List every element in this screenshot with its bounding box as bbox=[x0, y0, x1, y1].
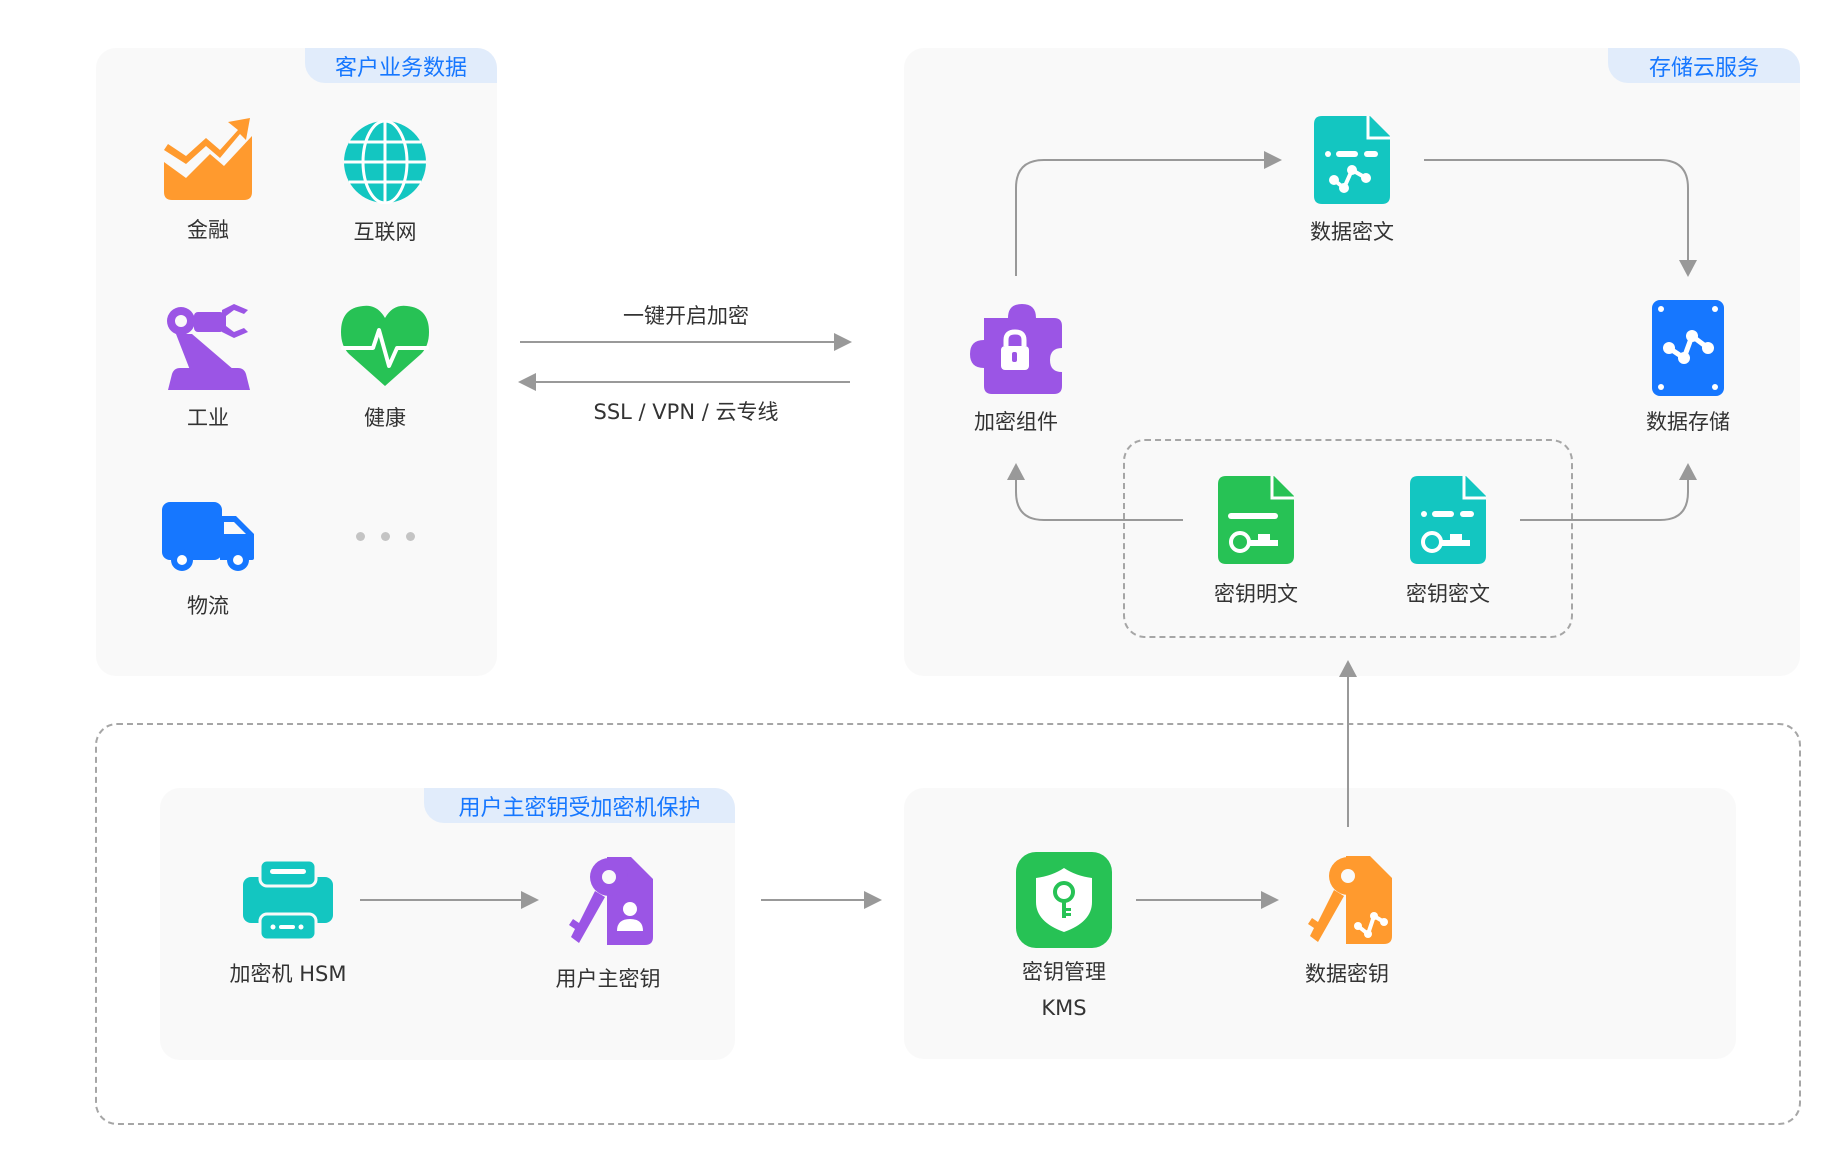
data-cipher-file-icon bbox=[1314, 116, 1390, 204]
hsm-node[interactable]: 加密机 HSM bbox=[213, 860, 363, 988]
industry-internet[interactable]: 互联网 bbox=[335, 120, 435, 246]
customer-data-panel: 客户业务数据 bbox=[96, 48, 497, 676]
arrowhead bbox=[1007, 463, 1025, 480]
more-dot bbox=[381, 532, 390, 541]
arrow-keyplain-to-component bbox=[1015, 476, 1183, 521]
user-master-key-icon bbox=[569, 857, 653, 945]
data-storage-node[interactable]: 数据存储 bbox=[1628, 300, 1748, 436]
hsm-label: 加密机 HSM bbox=[229, 962, 347, 986]
key-plain-file-icon bbox=[1218, 476, 1294, 564]
secure-channel-label: SSL / VPN / 云专线 bbox=[593, 400, 779, 424]
kms-shield-key-icon bbox=[1016, 852, 1112, 948]
industry-manufacturing-label: 工业 bbox=[187, 406, 229, 430]
industry-manufacturing[interactable]: 工业 bbox=[158, 304, 258, 432]
puzzle-lock-icon bbox=[970, 304, 1062, 394]
industry-logistics[interactable]: 物流 bbox=[158, 502, 258, 620]
kms-label-line2: KMS bbox=[1041, 996, 1087, 1020]
more-dot bbox=[406, 532, 415, 541]
cloud-storage-tag: 存储云服务 bbox=[1608, 48, 1800, 83]
arrow-keycipher-to-storage bbox=[1520, 476, 1689, 521]
key-cipher-file-icon bbox=[1410, 476, 1486, 564]
arrow-component-to-ciphertext bbox=[1015, 159, 1268, 276]
finance-chart-icon bbox=[164, 118, 252, 200]
arrowhead bbox=[518, 373, 536, 391]
industry-finance[interactable]: 金融 bbox=[158, 118, 258, 244]
enable-encryption-label: 一键开启加密 bbox=[623, 304, 749, 328]
robot-arm-icon bbox=[167, 304, 250, 390]
data-key-icon bbox=[1308, 856, 1392, 944]
data-ciphertext-node[interactable]: 数据密文 bbox=[1292, 116, 1412, 246]
industry-finance-label: 金融 bbox=[187, 218, 229, 242]
more-dot bbox=[356, 532, 365, 541]
kms-label-line1: 密钥管理 bbox=[1022, 960, 1106, 984]
arrowhead bbox=[1679, 260, 1697, 277]
data-ciphertext-label: 数据密文 bbox=[1310, 220, 1394, 244]
data-key-node[interactable]: 数据密钥 bbox=[1287, 856, 1407, 988]
encrypt-component-node[interactable]: 加密组件 bbox=[956, 304, 1076, 436]
cloud-storage-panel: 存储云服务 bbox=[904, 48, 1800, 676]
more-dots-icon[interactable] bbox=[356, 532, 416, 542]
arrowhead bbox=[1261, 891, 1279, 909]
arrowhead bbox=[1264, 151, 1282, 169]
storage-disk-icon bbox=[1652, 300, 1724, 396]
heart-pulse-icon bbox=[341, 305, 429, 386]
hsm-printer-icon bbox=[243, 860, 333, 940]
arrow-ciphertext-to-storage bbox=[1424, 159, 1689, 262]
arrowhead bbox=[864, 891, 882, 909]
arrowhead bbox=[1679, 463, 1697, 480]
industry-logistics-label: 物流 bbox=[187, 594, 229, 618]
arrowhead bbox=[1339, 660, 1357, 677]
data-key-label: 数据密钥 bbox=[1305, 962, 1389, 986]
key-envelope-group bbox=[1123, 439, 1573, 638]
truck-icon bbox=[162, 502, 254, 571]
hsm-protection-tag: 用户主密钥受加密机保护 bbox=[424, 788, 735, 823]
industry-internet-label: 互联网 bbox=[353, 220, 417, 244]
key-ciphertext-node[interactable]: 密钥密文 bbox=[1388, 476, 1508, 608]
user-master-key-label: 用户主密钥 bbox=[555, 967, 661, 991]
key-plaintext-label: 密钥明文 bbox=[1214, 582, 1298, 606]
industry-health-label: 健康 bbox=[364, 406, 406, 430]
key-plaintext-node[interactable]: 密钥明文 bbox=[1196, 476, 1316, 608]
key-management-group bbox=[95, 723, 1801, 1125]
industry-health[interactable]: 健康 bbox=[335, 304, 435, 432]
encrypt-component-label: 加密组件 bbox=[974, 410, 1058, 434]
user-master-key-node[interactable]: 用户主密钥 bbox=[548, 857, 668, 993]
key-ciphertext-label: 密钥密文 bbox=[1406, 582, 1490, 606]
data-storage-label: 数据存储 bbox=[1646, 410, 1730, 434]
customer-data-tag: 客户业务数据 bbox=[305, 48, 497, 83]
arrowhead bbox=[521, 891, 539, 909]
globe-icon bbox=[344, 120, 426, 204]
arrowhead bbox=[834, 333, 852, 351]
kms-node[interactable]: 密钥管理 KMS bbox=[1004, 852, 1124, 1022]
